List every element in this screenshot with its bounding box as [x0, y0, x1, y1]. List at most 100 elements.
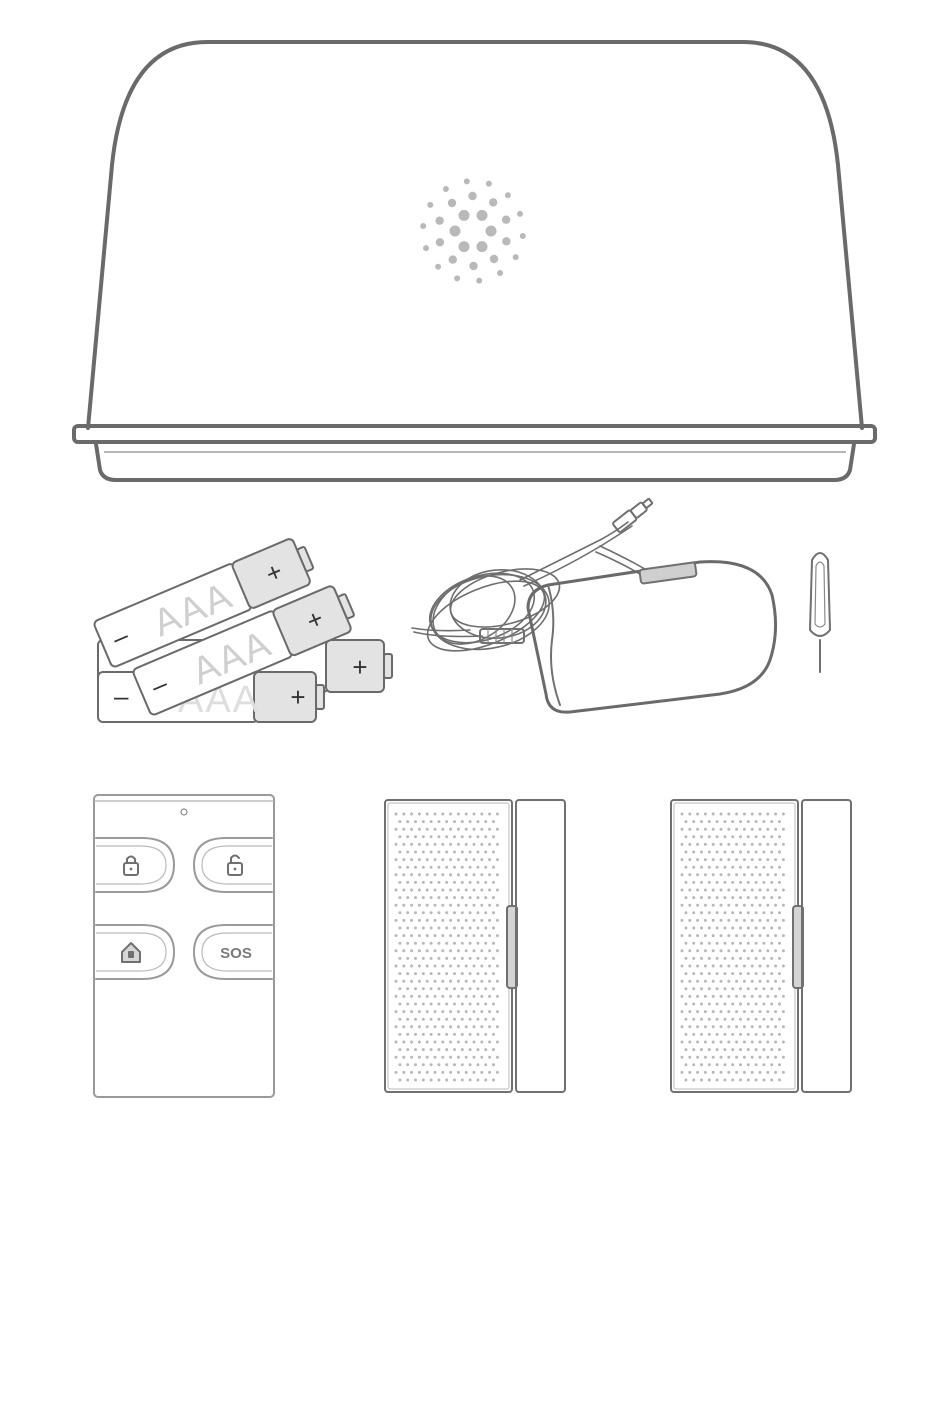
- dot: [480, 1056, 483, 1059]
- dot: [692, 835, 695, 838]
- dot: [720, 813, 723, 816]
- dot: [731, 1003, 734, 1006]
- dot: [414, 896, 417, 899]
- dot: [755, 911, 758, 914]
- dot: [712, 919, 715, 922]
- dot: [778, 1003, 781, 1006]
- dot: [453, 866, 456, 869]
- dot: [430, 881, 433, 884]
- dot: [422, 820, 425, 823]
- dot: [406, 1018, 409, 1021]
- dot: [712, 934, 715, 937]
- dot: [692, 1033, 695, 1036]
- dot: [480, 1071, 483, 1074]
- dot: [681, 995, 684, 998]
- dot: [755, 896, 758, 899]
- dot: [414, 942, 417, 945]
- dot: [723, 1018, 726, 1021]
- sos-button[interactable]: SOS: [194, 925, 272, 979]
- dot: [461, 851, 464, 854]
- dot: [712, 889, 715, 892]
- lock-button[interactable]: [96, 838, 174, 892]
- dot: [496, 934, 499, 937]
- dot: [496, 1025, 499, 1028]
- battery-back-plus: +: [352, 652, 367, 682]
- dot: [696, 995, 699, 998]
- dot: [406, 942, 409, 945]
- dot: [708, 851, 711, 854]
- dot: [406, 957, 409, 960]
- dot: [406, 1079, 409, 1082]
- dot: [484, 927, 487, 930]
- dot: [747, 957, 750, 960]
- dot: [696, 980, 699, 983]
- dot: [445, 1079, 448, 1082]
- home-arm-button[interactable]: [96, 925, 174, 979]
- dot: [778, 987, 781, 990]
- dot: [395, 873, 398, 876]
- dot: [684, 851, 687, 854]
- dot: [497, 270, 503, 276]
- dot: [747, 896, 750, 899]
- dot: [747, 1063, 750, 1066]
- dot: [704, 919, 707, 922]
- dot: [484, 835, 487, 838]
- dot: [496, 1041, 499, 1044]
- dot: [505, 192, 511, 198]
- dot: [766, 965, 769, 968]
- dot: [476, 927, 479, 930]
- dot: [696, 1025, 699, 1028]
- dot: [708, 881, 711, 884]
- dot: [406, 1033, 409, 1036]
- dot: [441, 889, 444, 892]
- dot: [492, 987, 495, 990]
- dot: [735, 995, 738, 998]
- dot: [743, 949, 746, 952]
- dot: [716, 1003, 719, 1006]
- dot: [782, 828, 785, 831]
- dot: [445, 972, 448, 975]
- door-sensor-2-magnet: [802, 800, 851, 1092]
- unlock-button[interactable]: [194, 838, 272, 892]
- dot: [684, 881, 687, 884]
- dot: [480, 1041, 483, 1044]
- dot: [395, 1025, 398, 1028]
- dot: [476, 835, 479, 838]
- dot: [720, 843, 723, 846]
- dot: [704, 889, 707, 892]
- dot: [731, 820, 734, 823]
- dot: [782, 873, 785, 876]
- dot: [735, 980, 738, 983]
- dot: [735, 843, 738, 846]
- dot: [762, 1048, 765, 1051]
- dot: [688, 1025, 691, 1028]
- dot: [766, 995, 769, 998]
- battery-bottom-plus: +: [290, 682, 305, 712]
- dot: [762, 866, 765, 869]
- dot: [398, 1018, 401, 1021]
- dot: [426, 919, 429, 922]
- dot: [426, 1025, 429, 1028]
- dot: [684, 942, 687, 945]
- dot: [684, 1079, 687, 1082]
- dot: [480, 949, 483, 952]
- dot: [484, 820, 487, 823]
- dot: [465, 965, 468, 968]
- dot: [434, 889, 437, 892]
- dot: [731, 1048, 734, 1051]
- dot: [692, 987, 695, 990]
- dot: [735, 813, 738, 816]
- dot: [395, 889, 398, 892]
- dot: [727, 919, 730, 922]
- dot: [441, 858, 444, 861]
- dot: [708, 1048, 711, 1051]
- dot: [774, 934, 777, 937]
- dot: [747, 1033, 750, 1036]
- dot: [461, 942, 464, 945]
- dot: [414, 851, 417, 854]
- dot: [457, 1041, 460, 1044]
- dot: [441, 919, 444, 922]
- dot: [426, 873, 429, 876]
- dot: [684, 1048, 687, 1051]
- dot: [402, 1071, 405, 1074]
